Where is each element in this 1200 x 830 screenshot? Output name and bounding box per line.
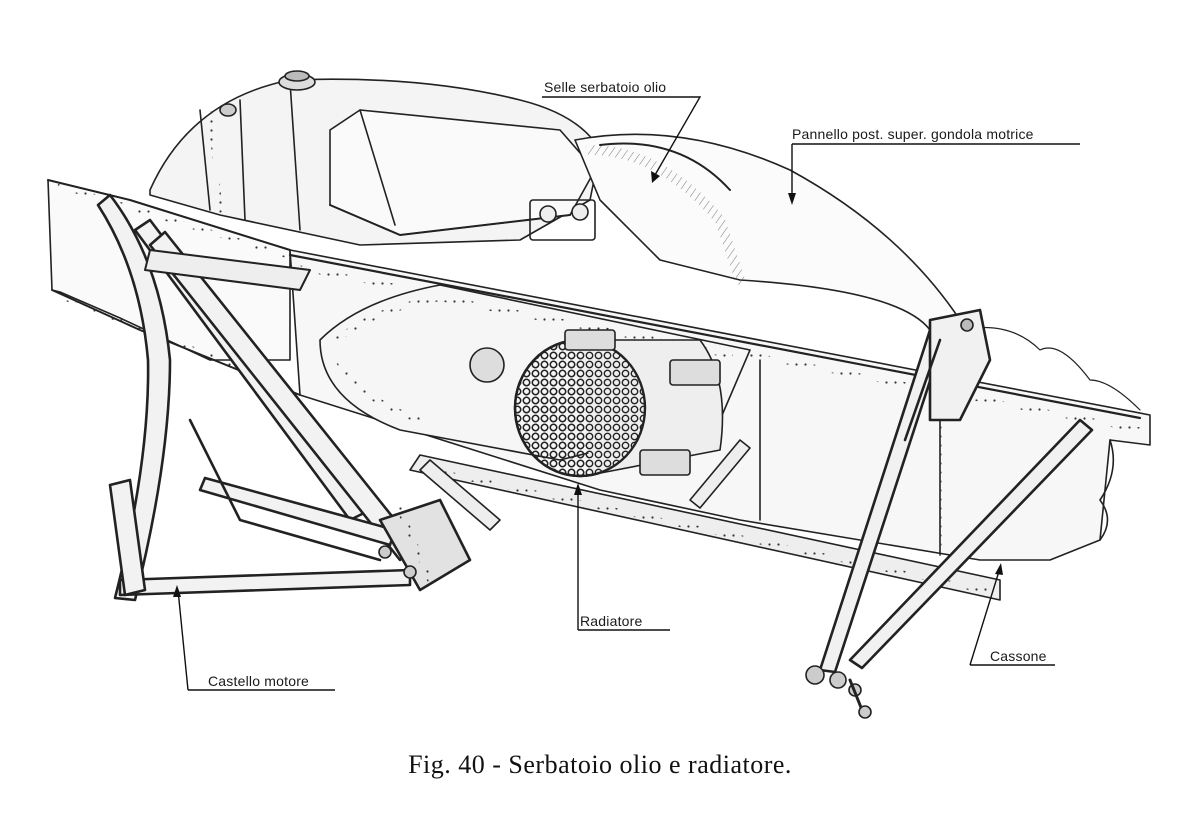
leader-lines bbox=[177, 96, 1080, 691]
label-pannello: Pannello post. super. gondola motrice bbox=[792, 126, 1034, 142]
rear-upper-panel bbox=[574, 133, 961, 331]
label-selle-serbatoio: Selle serbatoio olio bbox=[544, 79, 667, 95]
label-castello-motore: Castello motore bbox=[208, 673, 310, 689]
engine-mount-struts bbox=[96, 193, 472, 602]
label-cassone: Cassone bbox=[990, 648, 1047, 664]
rear-strut-assembly bbox=[818, 308, 1094, 674]
label-radiatore: Radiatore bbox=[580, 613, 643, 629]
figure-caption: Fig. 40 - Serbatoio olio e radiatore. bbox=[408, 750, 792, 779]
